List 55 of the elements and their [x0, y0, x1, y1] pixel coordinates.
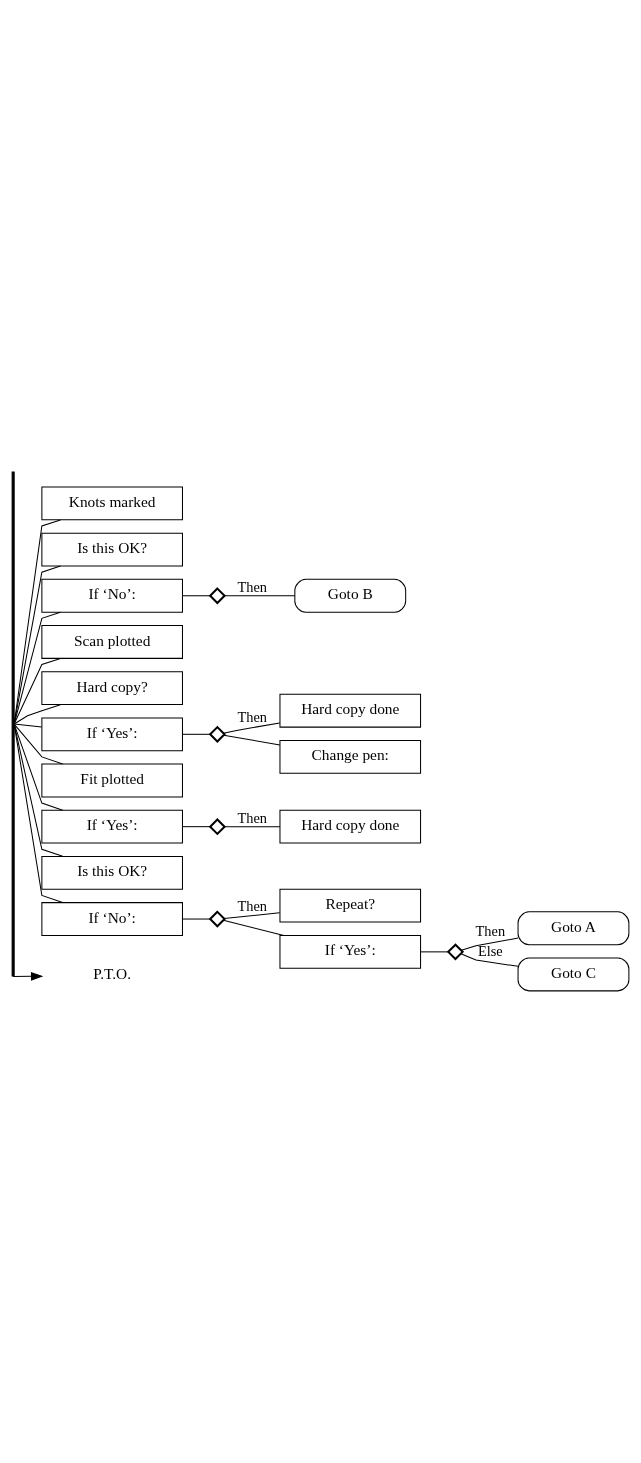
connector [13, 723, 64, 903]
node-box: If ‘Yes’: [41, 716, 183, 751]
connector [13, 657, 61, 725]
node-box: Repeat? [279, 888, 422, 923]
node-box: If ‘No’: [41, 901, 183, 936]
connector [182, 594, 211, 596]
connector [223, 734, 281, 745]
connector [13, 565, 61, 725]
node-box: Is this OK? [41, 532, 183, 567]
node-box: Goto B [294, 578, 407, 613]
node-box: Hard copy? [41, 670, 183, 705]
node-text: P.T.O. [93, 964, 132, 982]
connector [182, 825, 211, 827]
edge-label: Then [237, 708, 268, 725]
connector [13, 518, 61, 725]
node-box: Is this OK? [41, 855, 183, 890]
connector [224, 594, 296, 596]
connector [13, 723, 43, 727]
connector [13, 723, 64, 857]
node-box: Goto C [517, 957, 630, 991]
node-box: Change pen: [279, 739, 422, 774]
connector [224, 825, 281, 827]
connector [182, 918, 211, 920]
node-box: Goto A [517, 910, 630, 945]
node-diamond [208, 817, 226, 835]
connector [13, 723, 64, 811]
node-box: Knots marked [41, 485, 183, 520]
connector [13, 703, 61, 725]
node-box: Scan plotted [41, 624, 183, 659]
edge-label: Then [475, 922, 506, 939]
connector [222, 919, 285, 936]
node-diamond [446, 942, 465, 960]
node-bar [11, 471, 15, 976]
node-box: If ‘Yes’: [279, 934, 422, 969]
connector [182, 733, 211, 735]
connector [13, 723, 64, 764]
node-box: If ‘Yes’: [41, 809, 183, 844]
connector [223, 911, 281, 919]
node-diamond [208, 909, 226, 928]
connector [223, 721, 281, 734]
connector [420, 950, 449, 952]
node-box: If ‘No’: [41, 578, 183, 613]
edge-label: Then [237, 578, 268, 595]
edge-label: Then [237, 897, 268, 914]
connector [460, 937, 519, 951]
node-diamond [208, 725, 226, 743]
edge-label: Else [477, 942, 503, 959]
edge-label: Then [237, 809, 268, 826]
connector [13, 611, 61, 725]
node-box: Fit plotted [41, 763, 183, 797]
arrow [12, 971, 44, 981]
connector [460, 952, 519, 967]
node-box: Hard copy done [279, 809, 422, 844]
node-diamond [208, 586, 226, 604]
node-box: Hard copy done [279, 693, 422, 728]
